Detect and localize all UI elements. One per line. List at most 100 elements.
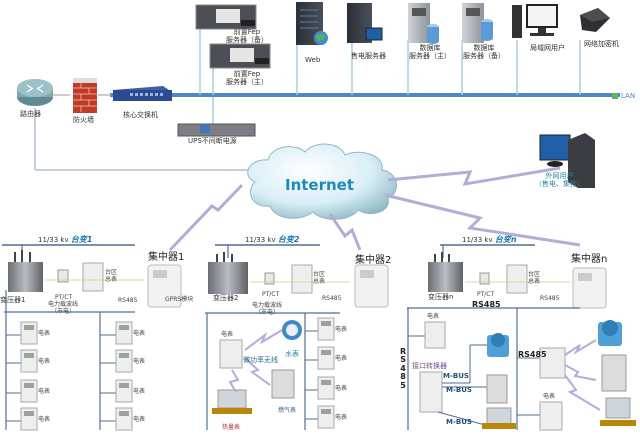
zone-n-water-meter-icon xyxy=(487,333,509,357)
micro-power-wireless-links xyxy=(228,329,283,393)
zone-2-kv: 11/33 kv xyxy=(245,236,276,244)
gprs-module-label: GPRS模块 xyxy=(165,296,194,303)
ups-icon xyxy=(177,123,256,137)
meter-label-z2-right-0: 电表 xyxy=(335,326,348,333)
network-encryptor-icon xyxy=(580,8,610,32)
ptct-n-icon xyxy=(479,272,490,285)
area-meter-n-icon xyxy=(506,264,528,294)
zone-1-station: 台变1 xyxy=(70,235,93,244)
zone-n-ptct-label: PT/CT xyxy=(477,291,495,298)
db-main-label-line2: 服务器（主） xyxy=(409,52,451,61)
zone-1-bus-label: 11/33 kv 台变1 xyxy=(38,235,92,244)
ups-label: UPS不间断电源 xyxy=(188,137,237,145)
fep-backup-label-line2: 服务器（备） xyxy=(226,36,268,45)
fep-main-server-icon xyxy=(209,43,271,69)
db-main-server-label: 数据库服务器（主） xyxy=(409,44,451,60)
meter-display xyxy=(119,325,129,330)
core-switch-icon xyxy=(113,86,172,101)
db-main-label-line1: 数据库 xyxy=(419,44,441,52)
router-label: 路由器 xyxy=(20,110,41,118)
concentrator-1-label: 集中器1 xyxy=(148,252,185,263)
meter-display xyxy=(321,350,331,355)
gas-meter-icon xyxy=(271,369,295,399)
meter-label-z1-left-3: 电表 xyxy=(38,416,51,423)
concentrator-1-icon xyxy=(147,264,182,308)
meter-label-z1-left-2: 电表 xyxy=(38,388,51,395)
zone-2-station: 台变2 xyxy=(277,235,300,244)
zone-n-rs485-label: RS485 xyxy=(540,295,560,302)
concentrator-2-icon xyxy=(354,264,389,308)
meter-display xyxy=(119,353,129,358)
firewall-icon xyxy=(73,78,97,113)
web-server-label: Web xyxy=(305,56,321,64)
transformer-2-label: 变压器2 xyxy=(213,294,239,302)
zone-2-plc-line2: （市电） xyxy=(255,308,280,316)
zone-n-bus-label: 11/33 kv 台变n xyxy=(462,235,517,244)
zone-n xyxy=(407,244,636,431)
fep-main-label-line1: 前置Fep xyxy=(233,70,261,78)
meter-display xyxy=(119,383,129,388)
meter-display xyxy=(321,409,331,414)
zone-2-elec-meter-label: 电表 xyxy=(221,331,234,338)
encryptor-label: 网络加密机 xyxy=(584,40,619,48)
zone-n-station: 台变n xyxy=(494,235,517,244)
web-server-icon xyxy=(296,2,328,45)
heat-meter-label: 热量表 xyxy=(222,424,241,431)
fep-main-label-line2: 服务器（主） xyxy=(226,78,268,87)
meter-display xyxy=(24,411,34,416)
meter-label-z1-right-2: 电表 xyxy=(133,388,146,395)
zone-1-area-meter-line2: 总表 xyxy=(105,275,118,283)
zone-2-plc-label: 电力载波线（市电） xyxy=(252,302,283,317)
zone-1-plc-label: 电力载波线（市电） xyxy=(48,301,79,316)
ptct-2-icon xyxy=(264,272,275,285)
power-sales-server-icon xyxy=(347,3,383,43)
zone-1-ptct-label: PT/CT xyxy=(55,294,73,301)
external-user-label-line2: （售电、集抄） xyxy=(535,180,584,189)
meter-display xyxy=(119,411,129,416)
meter-display xyxy=(24,325,34,330)
zone-2-area-meter-label: 台区总表 xyxy=(313,271,326,286)
meter-display xyxy=(24,383,34,388)
water-meter-label: 水表 xyxy=(285,350,299,358)
transformer-n-label: 变压器n xyxy=(428,293,454,301)
meter-label-z1-right-0: 电表 xyxy=(133,330,146,337)
zone-1-kv: 11/33 kv xyxy=(38,236,69,244)
zone-n-rs485-right-label: RS485 xyxy=(518,350,547,359)
zone-n-right-elec-meter-label: 电表 xyxy=(543,393,556,400)
firewall-label: 防火墙 xyxy=(73,116,94,124)
meter-label-z2-right-2: 电表 xyxy=(335,385,348,392)
zone-2-area-meter-line2: 总表 xyxy=(313,277,326,285)
ptct-1-icon xyxy=(57,269,69,283)
fep-backup-server-icon xyxy=(195,4,257,30)
zone-n-area-meter-line2: 总表 xyxy=(528,277,541,285)
zone-1-plc-line1: 电力载波线 xyxy=(48,301,79,308)
zone-n-wireless-links xyxy=(564,339,601,411)
concentrator-n-icon xyxy=(572,267,607,309)
zone-2-plc-line1: 电力载波线 xyxy=(252,302,283,309)
fep-backup-label-line1: 前置Fep xyxy=(233,28,261,36)
meter-label-z2-right-1: 电表 xyxy=(335,355,348,362)
zone-n-kv: 11/33 kv xyxy=(462,236,493,244)
interface-converter-label: 接口转换器 xyxy=(412,362,447,370)
zone-1-plc-line2: （市电） xyxy=(51,307,76,315)
lan-label: LAN xyxy=(621,92,636,100)
meter-label-z1-right-3: 电表 xyxy=(133,416,146,423)
mbus-label-3: M-BUS xyxy=(446,418,472,426)
zone-n-right-heat-meter-icon xyxy=(600,397,636,426)
power-sales-server-label: 售电服务器 xyxy=(351,52,386,60)
zone-1-rs485-label: RS485 xyxy=(118,297,138,304)
mbus-label-1: M-BUS xyxy=(443,372,469,380)
lan-bus xyxy=(110,10,620,124)
router-icon xyxy=(17,79,53,106)
zone-1 xyxy=(2,244,182,430)
meter-label-z1-right-1: 电表 xyxy=(133,358,146,365)
lan-badge-icon xyxy=(612,93,618,99)
concentrator-2-label: 集中器2 xyxy=(355,255,392,266)
zone-1-area-meter-line1: 台区 xyxy=(105,269,118,276)
zone-2-bus-label: 11/33 kv 台变2 xyxy=(245,235,299,244)
meter-display xyxy=(321,321,331,326)
